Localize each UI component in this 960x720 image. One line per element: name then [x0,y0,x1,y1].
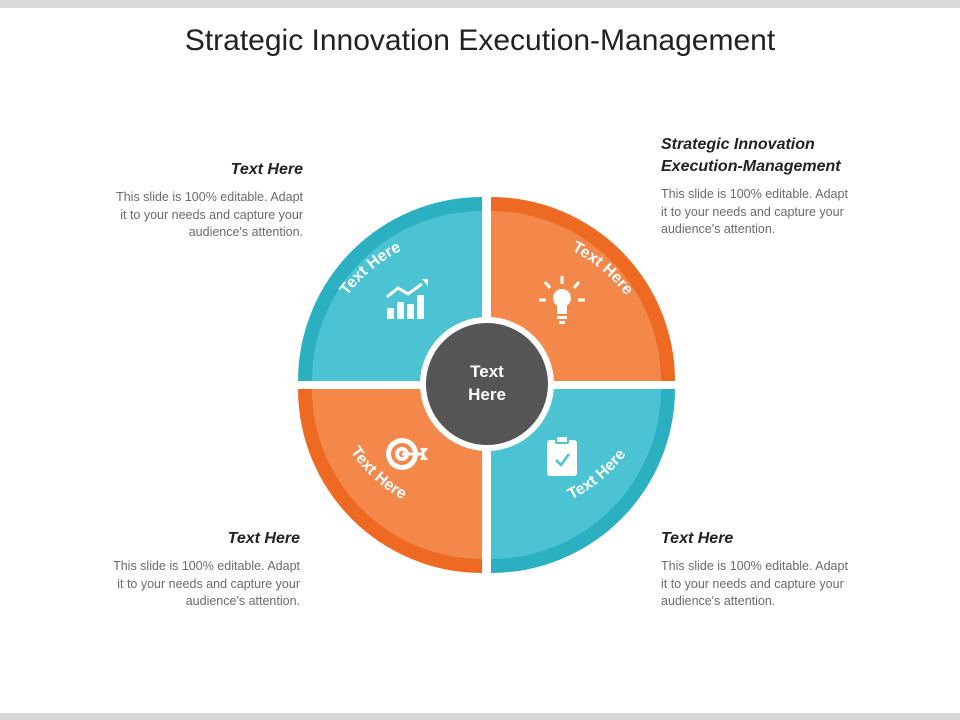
text-block-bottom-left: Text Here This slide is 100% editable. A… [70,528,300,611]
text-block-bottom-right: Text Here This slide is 100% editable. A… [661,528,891,611]
top-border-bar [0,0,960,8]
block-heading: Text Here [230,161,303,178]
slide-title: Strategic Innovation Execution-Managemen… [184,24,776,57]
block-body-line: audience's attention. [661,594,776,608]
block-heading: Strategic Innovation Execution-Managemen… [661,134,891,178]
target-icon [386,438,428,470]
lightbulb-icon [539,276,585,324]
block-heading: Text Here [227,530,300,547]
block-body-line: it to your needs and capture your [117,576,300,591]
block-body-line: This slide is 100% editable. Adapt [661,559,848,573]
block-body-line: This slide is 100% editable. Adapt [116,190,303,204]
block-heading-line: Strategic Innovation [661,136,815,153]
block-body: This slide is 100% editable. Adapt it to… [661,186,891,239]
clipboard-check-icon [547,435,577,476]
block-body-line: it to your needs and capture your [661,204,844,219]
block-body: This slide is 100% editable. Adapt it to… [70,558,300,611]
block-body-line: it to your needs and capture your [661,576,844,591]
text-block-top-right: Strategic Innovation Execution-Managemen… [661,134,891,239]
text-block-top-left: Text Here This slide is 100% editable. A… [73,159,303,242]
block-body-line: it to your needs and capture your [120,207,303,222]
block-body-line: audience's attention. [661,222,776,236]
bar-chart-growth-icon [386,279,428,319]
block-body-line: audience's attention. [188,225,303,239]
block-heading-line: Execution-Management [661,158,841,175]
block-body-line: This slide is 100% editable. Adapt [661,187,848,201]
center-label-line: Here [468,385,506,404]
block-body-line: This slide is 100% editable. Adapt [113,559,300,573]
block-heading: Text Here [661,530,734,547]
block-body: This slide is 100% editable. Adapt it to… [661,558,891,611]
quadrant-bottom-left: Text Here [298,389,482,573]
bottom-border-bar [0,713,960,720]
center-circle: Text Here [420,317,554,451]
quadrant-fill [312,389,482,559]
center-label-line: Text [470,362,504,381]
block-body-line: audience's attention. [185,594,300,608]
block-body: This slide is 100% editable. Adapt it to… [73,189,303,242]
